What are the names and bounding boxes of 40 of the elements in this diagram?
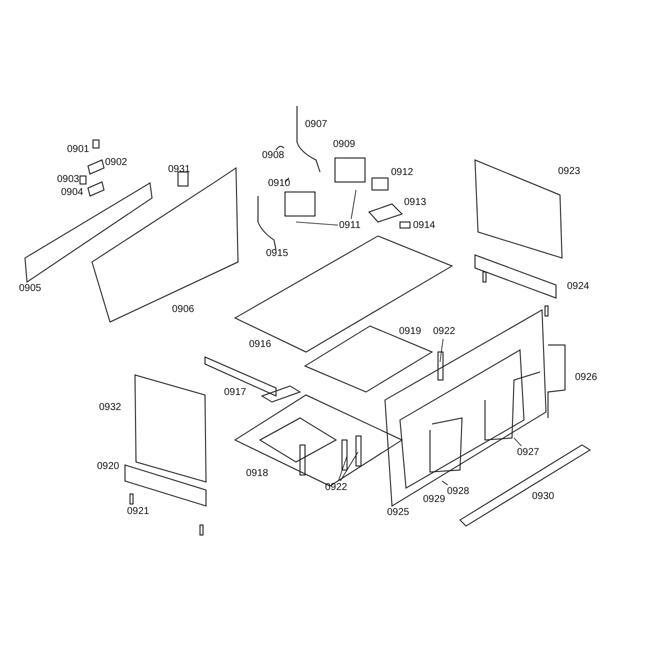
part-number: 0914 bbox=[413, 220, 436, 232]
part-number: 0904 bbox=[61, 187, 84, 199]
part-number: 0901 bbox=[67, 144, 90, 156]
part-number: 0910 bbox=[268, 178, 290, 190]
part-number: 0932 bbox=[99, 402, 122, 414]
part-number: 0926 bbox=[575, 372, 598, 384]
part-number: 0903 bbox=[57, 174, 80, 186]
callout-number: 0927 bbox=[517, 447, 540, 459]
part-number: 0924 bbox=[567, 281, 590, 293]
leader-line bbox=[340, 452, 358, 482]
part-number: 0909 bbox=[333, 139, 356, 151]
part-number: 0913 bbox=[404, 197, 426, 209]
part-number: 0908 bbox=[262, 150, 284, 162]
part-number: 0915 bbox=[266, 248, 288, 260]
callout-number: 0911 bbox=[339, 220, 361, 232]
part-number: 0929 bbox=[423, 494, 446, 506]
part-number: 0920 bbox=[97, 461, 120, 473]
part-number: 0919 bbox=[399, 326, 422, 338]
part-number: 0925 bbox=[387, 507, 410, 519]
leader-line bbox=[350, 190, 356, 220]
part-number: 0931 bbox=[168, 164, 190, 176]
leader-line bbox=[296, 222, 338, 226]
part-number: 0921 bbox=[127, 506, 150, 518]
part-number: 0918 bbox=[246, 468, 268, 480]
part-number: 0907 bbox=[305, 119, 328, 131]
leader-line bbox=[338, 456, 348, 482]
part-number: 0923 bbox=[558, 166, 580, 178]
callout-number: 0922 bbox=[433, 326, 456, 338]
callout-number: 0922 bbox=[325, 482, 348, 494]
part-number: 0905 bbox=[19, 283, 42, 295]
leader-line bbox=[514, 438, 522, 446]
callout-number: 0928 bbox=[447, 486, 470, 498]
part-number: 0916 bbox=[249, 339, 272, 351]
part-number: 0912 bbox=[391, 167, 414, 179]
part-number: 0917 bbox=[224, 387, 246, 399]
part-number: 0930 bbox=[532, 491, 554, 503]
part-number: 0906 bbox=[172, 304, 194, 316]
leader-line bbox=[440, 338, 444, 362]
part-number: 0902 bbox=[105, 157, 128, 169]
leader-line bbox=[442, 480, 448, 486]
